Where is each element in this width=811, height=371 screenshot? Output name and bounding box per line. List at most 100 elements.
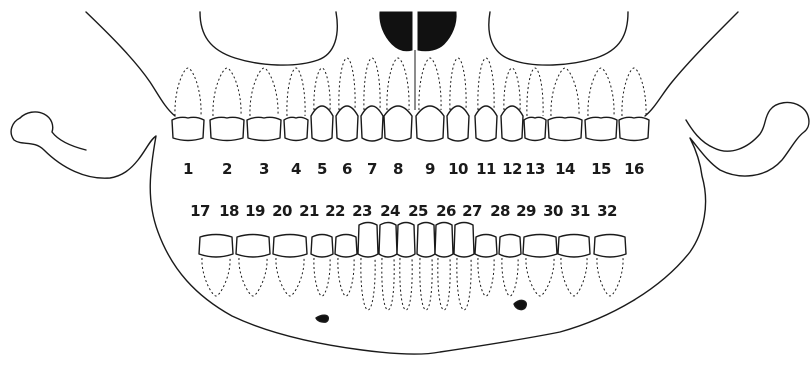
nasal-cavity-right <box>418 12 456 51</box>
upper-tooth-number: 8 <box>393 160 403 178</box>
upper-crown <box>548 117 582 140</box>
lower-root <box>239 258 267 296</box>
upper-tooth-number: 1 <box>183 160 193 178</box>
lower-tooth-number: 27 <box>462 202 482 220</box>
lower-tooth-number: 23 <box>352 202 372 220</box>
lower-root <box>420 258 432 310</box>
lower-crown <box>379 223 397 258</box>
lower-root <box>338 258 354 296</box>
upper-tooth-number: 11 <box>476 160 496 178</box>
upper-crown <box>336 106 358 141</box>
upper-root <box>588 68 614 116</box>
upper-tooth-crowns <box>172 106 649 141</box>
upper-crown <box>172 117 204 140</box>
left-orbit <box>200 12 337 65</box>
upper-root <box>314 68 330 110</box>
lower-tooth-number: 19 <box>245 202 265 220</box>
lower-crown <box>594 235 626 258</box>
upper-crown <box>210 117 244 140</box>
lower-root <box>361 258 375 310</box>
upper-root <box>478 58 494 110</box>
upper-root <box>287 68 305 116</box>
lower-root <box>478 258 494 296</box>
upper-tooth-number: 5 <box>317 160 327 178</box>
upper-root <box>527 68 543 116</box>
lower-tooth-number: 22 <box>325 202 345 220</box>
upper-tooth-number: 10 <box>448 160 468 178</box>
lower-tooth-number: 18 <box>219 202 239 220</box>
lower-crown <box>397 223 415 258</box>
mental-foramen-left <box>316 315 328 322</box>
lower-tooth-number: 30 <box>543 202 563 220</box>
upper-root <box>622 68 646 116</box>
lower-tooth-number: 17 <box>190 202 210 220</box>
lower-crown <box>499 235 521 258</box>
lower-tooth-roots <box>202 258 623 310</box>
upper-crown <box>619 117 649 140</box>
upper-crown <box>311 106 333 141</box>
left-cheek-outline <box>86 12 175 116</box>
upper-crown <box>384 106 412 141</box>
upper-tooth-number: 12 <box>502 160 522 178</box>
upper-crown <box>247 117 281 140</box>
upper-tooth-number: 7 <box>367 160 377 178</box>
lower-crown <box>199 235 233 258</box>
lower-root <box>314 258 330 296</box>
lower-root <box>502 258 518 296</box>
lower-tooth-number: 29 <box>516 202 536 220</box>
upper-root <box>387 58 409 110</box>
upper-crown <box>416 106 444 141</box>
upper-tooth-number: 3 <box>259 160 269 178</box>
upper-root <box>175 68 201 116</box>
lower-tooth-number: 21 <box>299 202 319 220</box>
right-orbit <box>489 12 628 65</box>
lower-root <box>526 258 554 296</box>
lower-root <box>382 258 394 310</box>
upper-crown <box>475 106 497 141</box>
lower-root <box>400 258 412 310</box>
upper-tooth-number: 4 <box>291 160 301 178</box>
lower-tooth-number: 24 <box>380 202 400 220</box>
lower-tooth-number: 20 <box>272 202 292 220</box>
lower-tooth-number: 26 <box>436 202 456 220</box>
upper-crown <box>447 106 469 141</box>
lower-root <box>202 258 230 296</box>
upper-crown <box>585 117 617 140</box>
lower-tooth-number: 32 <box>597 202 617 220</box>
upper-tooth-roots <box>175 58 646 116</box>
lower-root <box>276 258 304 296</box>
lower-crown <box>311 235 333 258</box>
upper-tooth-number: 16 <box>624 160 644 178</box>
lower-crown <box>523 235 557 258</box>
upper-tooth-number: 13 <box>525 160 545 178</box>
nasal-cavity <box>380 12 412 51</box>
upper-root <box>551 68 579 116</box>
right-cheek-outline <box>645 12 738 116</box>
upper-root <box>213 68 241 116</box>
upper-root <box>339 58 355 110</box>
lower-crown <box>454 223 474 258</box>
lower-crown <box>236 235 270 258</box>
lower-tooth-number: 28 <box>490 202 510 220</box>
upper-root <box>250 68 278 116</box>
lower-crown <box>475 235 497 258</box>
upper-root <box>450 58 466 110</box>
lower-root <box>597 258 623 296</box>
lower-root <box>561 258 587 296</box>
mental-foramen-right <box>514 300 526 309</box>
upper-tooth-number: 14 <box>555 160 575 178</box>
upper-crown <box>284 117 308 140</box>
upper-tooth-number: 15 <box>591 160 611 178</box>
upper-crown <box>361 106 383 141</box>
upper-tooth-number: 2 <box>222 160 232 178</box>
lower-tooth-crowns <box>199 223 626 258</box>
lower-crown <box>435 223 453 258</box>
lower-crown <box>358 223 378 258</box>
upper-root <box>504 68 520 110</box>
lower-crown <box>273 235 307 258</box>
upper-crown <box>524 117 546 140</box>
upper-root <box>364 58 380 110</box>
